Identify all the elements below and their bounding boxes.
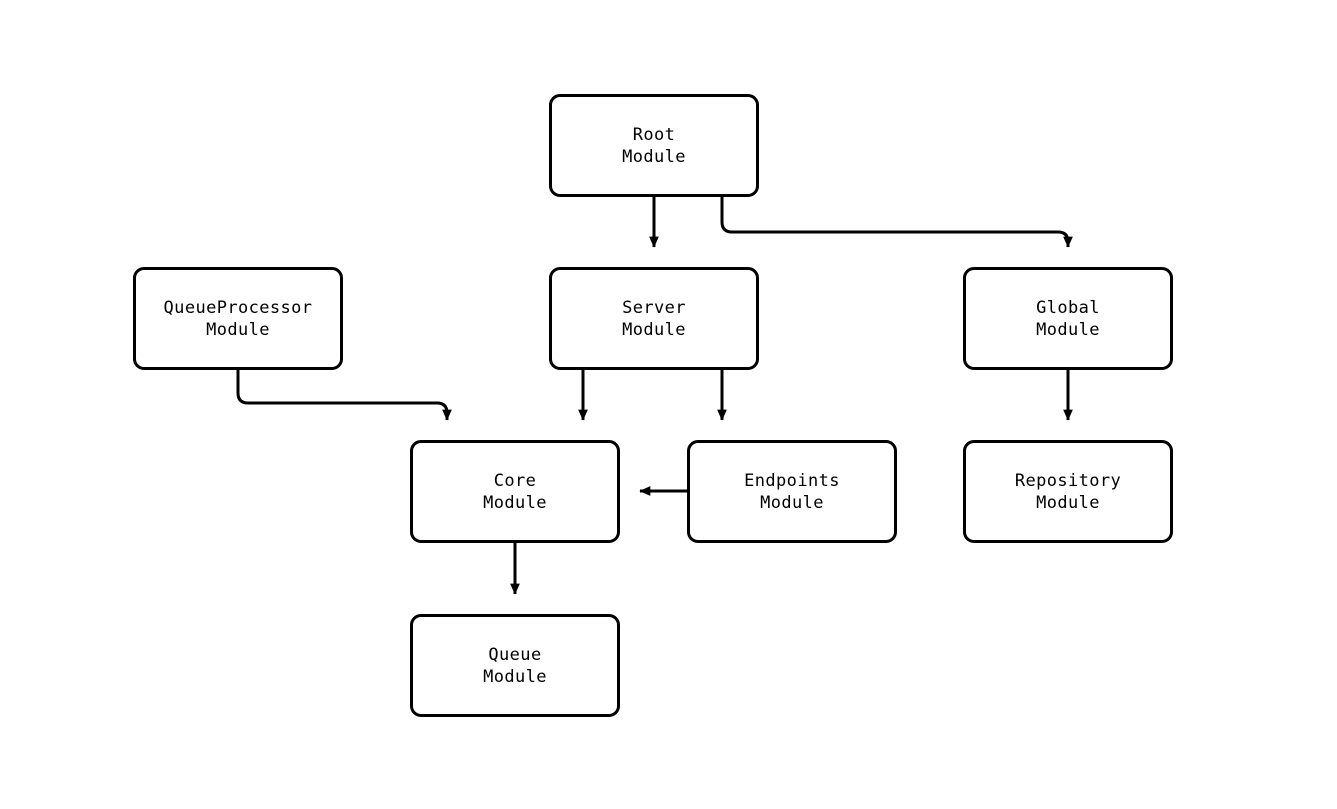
node-queueprocessor-module[interactable]: QueueProcessor Module	[133, 267, 343, 370]
node-repository-module[interactable]: Repository Module	[963, 440, 1173, 543]
node-label-line2: Module	[1036, 319, 1100, 340]
node-label-line1: Core	[493, 470, 537, 491]
node-label-line1: Repository	[1014, 470, 1122, 491]
node-core-module[interactable]: Core Module	[410, 440, 620, 543]
node-label-line2: Module	[483, 666, 547, 687]
node-label-line2: Module	[622, 319, 686, 340]
node-label-line1: Root	[632, 124, 676, 145]
node-server-module[interactable]: Server Module	[549, 267, 759, 370]
node-label-line2: Module	[760, 492, 824, 513]
edge-queueprocessor-to-core	[236, 370, 452, 421]
node-label-line2: Module	[483, 492, 547, 513]
node-label-line1: Endpoints	[744, 470, 840, 491]
node-root-module[interactable]: Root Module	[549, 94, 759, 197]
node-label-line1: Queue	[488, 644, 542, 665]
node-queue-module[interactable]: Queue Module	[410, 614, 620, 717]
node-label-line2: Module	[206, 319, 270, 340]
node-global-module[interactable]: Global Module	[963, 267, 1173, 370]
node-label-line2: Module	[622, 146, 686, 167]
node-label-line1: Server	[622, 297, 686, 318]
node-endpoints-module[interactable]: Endpoints Module	[687, 440, 897, 543]
node-label-line1: QueueProcessor	[163, 297, 313, 318]
node-label-line1: Global	[1036, 297, 1100, 318]
node-label-line2: Module	[1036, 492, 1100, 513]
edge-root-to-global	[720, 197, 1073, 248]
